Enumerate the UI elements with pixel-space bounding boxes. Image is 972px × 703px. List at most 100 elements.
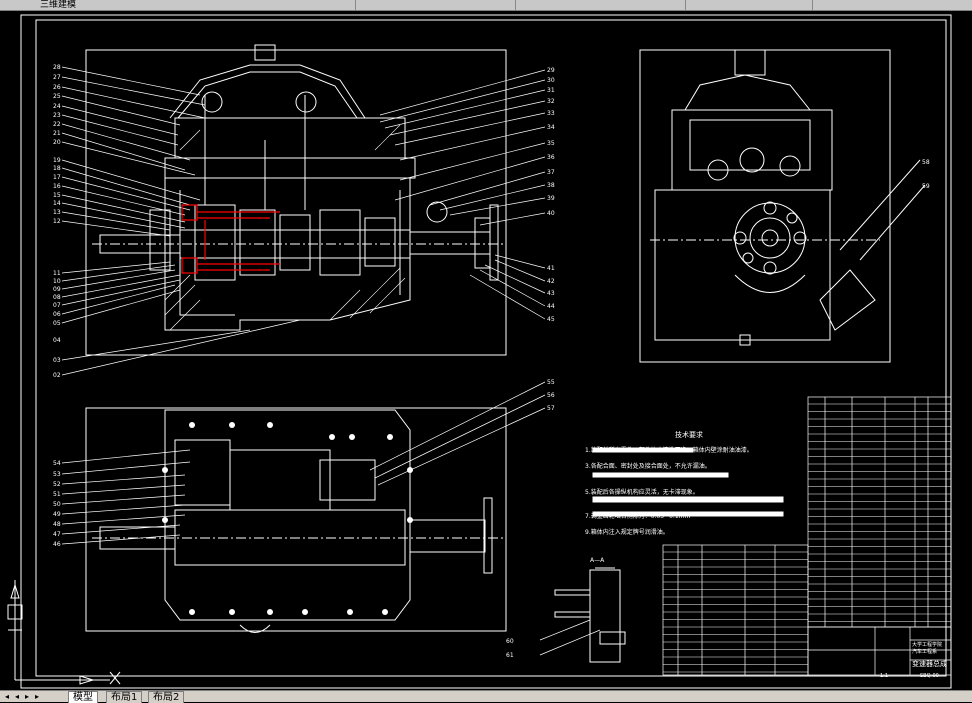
last-tab-icon[interactable]: ▸	[34, 692, 39, 701]
tech-req-line-1: 1.装配前所有零件、部件均应清洗干净，箱体内壁涂耐油油漆。	[585, 447, 753, 454]
next-tab-icon[interactable]: ▸	[24, 692, 29, 701]
callout-left-26: 26	[53, 84, 61, 91]
callout-plan-46: 46	[53, 541, 61, 548]
toolbar-field-2[interactable]	[515, 0, 676, 10]
toolbar-field-3[interactable]	[685, 0, 806, 10]
callout-plan-51: 51	[53, 491, 61, 498]
callout-right-34: 34	[547, 124, 555, 131]
side-view	[639, 49, 926, 363]
callout-left-14: 14	[53, 200, 61, 207]
callout-plan-56: 56	[547, 392, 555, 399]
title-block	[807, 626, 952, 676]
callout-plan-54: 54	[53, 460, 61, 467]
callout-right-40: 40	[547, 210, 555, 217]
plan-view	[61, 381, 546, 633]
callout-left-07: 07	[53, 302, 61, 309]
scale-text: 1:1	[880, 673, 889, 679]
callout-right-37: 37	[547, 169, 555, 176]
callout-left-21: 21	[53, 130, 61, 137]
tech-req-line-7: 7.调整齿轮啮合侧隙为：0.05~0.1mm	[585, 513, 691, 520]
callout-right-32: 32	[547, 98, 555, 105]
callout-left-06: 06	[53, 311, 61, 318]
callout-left-05: 05	[53, 320, 61, 327]
callout-left-04: 04	[53, 337, 61, 344]
lower-parts-list	[662, 544, 809, 676]
callout-left-13: 13	[53, 209, 61, 216]
callout-left-08: 08	[53, 294, 61, 301]
callout-right-30: 30	[547, 77, 555, 84]
top-toolbar-strip: 三维建模	[0, 0, 972, 11]
tab-layout1[interactable]: 布局1	[106, 691, 143, 703]
callout-right-44: 44	[547, 303, 555, 310]
callout-plan-49: 49	[53, 511, 61, 518]
callout-right-36: 36	[547, 154, 555, 161]
callout-plan-50: 50	[53, 501, 61, 508]
tab-layout2[interactable]: 布局2	[148, 691, 185, 703]
callout-left-12: 12	[53, 218, 61, 225]
callout-left-10: 10	[53, 278, 61, 285]
tab-model[interactable]: 模型	[68, 691, 98, 703]
callout-left-25: 25	[53, 93, 61, 100]
callout-left-19: 19	[53, 157, 61, 164]
callout-left-03: 03	[53, 357, 61, 364]
callout-plan-55: 55	[547, 379, 555, 386]
callout-right-41: 41	[547, 265, 555, 272]
title-block-name: 变速器总成	[912, 660, 947, 668]
inner-frame	[35, 19, 947, 677]
callout-left-27: 27	[53, 74, 61, 81]
lower-parts-rows	[663, 551, 808, 673]
toolbar-field-1[interactable]	[355, 0, 506, 10]
callout-side-58: 58	[922, 159, 930, 166]
callout-left-15: 15	[53, 192, 61, 199]
ucs-icon	[7, 580, 121, 685]
callout-right-45: 45	[547, 316, 555, 323]
callout-right-39: 39	[547, 195, 555, 202]
first-tab-icon[interactable]: ◂	[4, 692, 9, 701]
tech-req-title: 技术要求	[675, 431, 703, 439]
outer-frame	[20, 14, 952, 689]
callout-section-60: 60	[506, 638, 514, 645]
section-label: A—A	[590, 557, 605, 564]
tech-req-line-5: 5.装配后各操纵机构应灵活，无卡滞现象。	[585, 489, 699, 496]
prev-tab-icon[interactable]: ◂	[14, 692, 19, 701]
callout-left-18: 18	[53, 165, 61, 172]
callout-right-29: 29	[547, 67, 555, 74]
callout-left-16: 16	[53, 183, 61, 190]
toolbar-field-4[interactable]	[812, 0, 883, 10]
callout-plan-47: 47	[53, 531, 61, 538]
layout-tab-bar: ◂ ◂ ▸ ▸ 模型 布局1 布局2	[0, 690, 972, 703]
callout-plan-52: 52	[53, 481, 61, 488]
highlighted-parts	[181, 204, 280, 274]
callout-right-35: 35	[547, 140, 555, 147]
callout-right-31: 31	[547, 87, 555, 94]
title-company-1: 大学工程学院	[912, 642, 943, 648]
callout-left-20: 20	[53, 139, 61, 146]
tech-req-graphics	[592, 447, 784, 517]
callout-plan-57: 57	[547, 405, 555, 412]
callout-right-43: 43	[547, 290, 555, 297]
title-block-code: SBQ-00	[920, 673, 939, 679]
toolbar-label[interactable]: 三维建模	[40, 0, 77, 10]
parts-list	[807, 396, 952, 628]
callout-left-22: 22	[53, 121, 61, 128]
callout-left-09: 09	[53, 286, 61, 293]
callout-left-17: 17	[53, 174, 61, 181]
callout-side-59: 59	[922, 183, 930, 190]
callout-section-61: 61	[506, 652, 514, 659]
callout-right-38: 38	[547, 182, 555, 189]
callout-plan-48: 48	[53, 521, 61, 528]
callout-numbers: 2827262524232221201918171615141312111009…	[53, 64, 930, 659]
main-section-view	[61, 44, 546, 376]
title-company-2: 汽车工程系	[912, 649, 938, 655]
callout-left-24: 24	[53, 103, 61, 110]
callout-plan-53: 53	[53, 471, 61, 478]
callout-left-28: 28	[53, 64, 61, 71]
tech-req-line-3: 3.各配合面、密封处及接合面处，不允许漏油。	[585, 463, 711, 470]
parts-list-rows	[808, 403, 951, 622]
callout-right-33: 33	[547, 110, 555, 117]
callout-left-11: 11	[53, 270, 61, 277]
callout-left-23: 23	[53, 112, 61, 119]
callout-right-42: 42	[547, 278, 555, 285]
callout-left-02: 02	[53, 372, 61, 379]
